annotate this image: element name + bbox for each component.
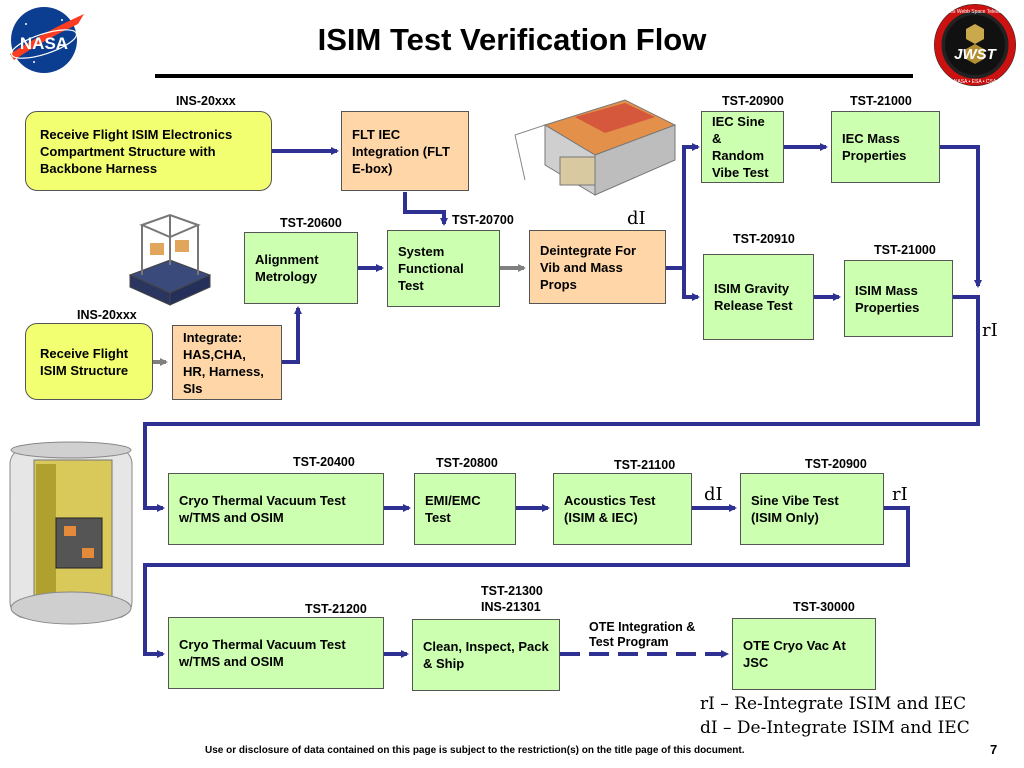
tst-21000-top-label: TST-21000 (850, 94, 912, 108)
footer-disclaimer: Use or disclosure of data contained on t… (205, 745, 745, 756)
isim-mass-box: ISIM Mass Properties (844, 260, 953, 337)
arrow-flt-iec-to-system-functional (403, 192, 448, 226)
tst-21200-label: TST-21200 (305, 602, 367, 616)
tst-20900-top-label: TST-20900 (722, 94, 784, 108)
arrow-integrate-to-alignment (282, 306, 302, 364)
clean-inspect-box: Clean, Inspect, Pack & Ship (412, 619, 560, 691)
alignment-box: Alignment Metrology (244, 232, 358, 304)
arrow-iec-mass-to-isim-mass (940, 145, 982, 288)
legend-ri: rI – Re-Integrate ISIM and IEC (700, 694, 967, 714)
ins-label-mid: INS-20xxx (77, 308, 137, 322)
arrow-deintegrate-to-iec-sine (682, 143, 700, 268)
nasa-logo-text: NASA (20, 34, 68, 53)
thermal-vacuum-chamber-illustration (9, 441, 133, 625)
jwst-logo-partners-text: NASA • ESA • CSA (954, 79, 997, 85)
ri-marker-right: rI (982, 320, 998, 341)
tst-21000-mid-label: TST-21000 (874, 243, 936, 257)
jwst-logo-ring-text: James Webb Space Telescope (941, 9, 1010, 15)
cryo-thermal-vacuum-box-2: Cryo Thermal Vacuum Test w/TMS and OSIM (168, 617, 384, 689)
emi-emc-box: EMI/EMC Test (414, 473, 516, 545)
ote-integration-label: OTE Integration & Test Program (589, 620, 696, 649)
receive-electronics-box: Receive Flight ISIM Electronics Compartm… (25, 111, 272, 191)
page-number: 7 (990, 742, 998, 757)
di-marker-top: dI (627, 208, 646, 229)
ins-label-top: INS-20xxx (176, 94, 236, 108)
arrow-sine-to-cryo2 (143, 506, 910, 658)
iec-hardware-illustration (514, 99, 677, 196)
tst-20600-label: TST-20600 (280, 216, 342, 230)
tst-20900-mid-label: TST-20900 (805, 457, 867, 471)
ote-cryo-vac-box: OTE Cryo Vac At JSC (732, 618, 876, 690)
sine-vibe-box: Sine Vibe Test (ISIM Only) (740, 473, 884, 545)
arrow-deintegrate-to-gravity (682, 268, 700, 301)
tst-20800-label: TST-20800 (436, 456, 498, 470)
iec-mass-box: IEC Mass Properties (831, 111, 940, 183)
integrate-box: Integrate: HAS,CHA, HR, Harness, SIs (172, 325, 282, 400)
deintegrate-box: Deintegrate For Vib and Mass Props (529, 230, 666, 304)
tst-21100-label: TST-21100 (614, 458, 676, 472)
jwst-logo-text: JWST (954, 46, 998, 63)
cryo-thermal-vacuum-box-1: Cryo Thermal Vacuum Test w/TMS and OSIM (168, 473, 384, 545)
flt-iec-box: FLT IEC Integration (FLT E-box) (341, 111, 469, 191)
acoustics-box: Acoustics Test (ISIM & IEC) (553, 473, 692, 545)
gravity-release-box: ISIM Gravity Release Test (703, 254, 814, 340)
receive-isim-box: Receive Flight ISIM Structure (25, 323, 153, 400)
legend-di: dI – De-Integrate ISIM and IEC (700, 718, 970, 738)
system-functional-box: System Functional Test (387, 230, 500, 307)
tst-20910-label: TST-20910 (733, 232, 795, 246)
title-rule (155, 74, 913, 78)
arrow-isim-mass-to-cryo (143, 295, 980, 512)
iec-sine-box: IEC Sine & Random Vibe Test (701, 111, 784, 183)
ins-21301-label: INS-21301 (481, 600, 541, 614)
di-marker-row3: dI (704, 484, 723, 505)
tst-21300-label: TST-21300 (481, 584, 543, 598)
jwst-logo: JWST James Webb Space Telescope NASA • E… (934, 4, 1016, 86)
isim-structure-illustration (128, 213, 212, 306)
page-title: ISIM Test Verification Flow (317, 22, 707, 57)
nasa-logo: NASA (10, 7, 84, 73)
tst-30000-label: TST-30000 (793, 600, 855, 614)
ri-marker-row3: rI (892, 484, 908, 505)
tst-20700-label: TST-20700 (452, 213, 514, 227)
tst-20400-label: TST-20400 (293, 455, 355, 469)
